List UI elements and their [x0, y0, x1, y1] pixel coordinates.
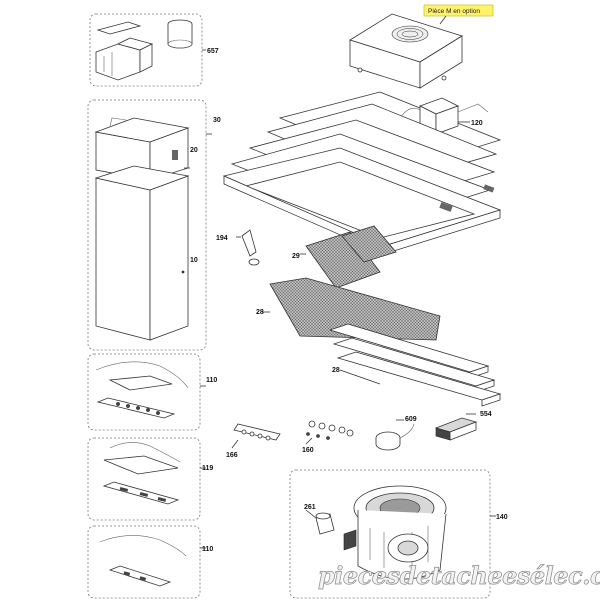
- round-duct-icon: [167, 19, 193, 49]
- label-261: 261: [304, 504, 316, 511]
- label-166: 166: [226, 452, 238, 459]
- label-194: 194: [216, 235, 228, 242]
- front-panels-28: 28: [328, 323, 502, 407]
- label-29: 29: [292, 253, 300, 260]
- top-cover-icon: [349, 13, 463, 89]
- bulbs-160: 160: [302, 420, 354, 454]
- watermark-logo: piecesdetacheesélec.com: [318, 561, 600, 590]
- group-30-box: [87, 99, 207, 351]
- label-28a: 28: [256, 309, 264, 316]
- group-110-top: 110: [87, 353, 217, 431]
- group-657: 657: [89, 13, 219, 87]
- chimney-lower-icon: [94, 165, 190, 341]
- label-160: 160: [302, 447, 314, 454]
- optional-part-callout: Pièce M en option: [423, 4, 494, 25]
- filter-28-large: 28: [256, 277, 441, 341]
- callout-text: Pièce M en option: [428, 8, 480, 15]
- group-110-bottom: 110: [87, 525, 213, 599]
- hood-body: 120: [222, 91, 502, 255]
- motor-fan-icon: [343, 485, 447, 580]
- label-28b: 28: [332, 367, 340, 374]
- led-strip-icon: [96, 397, 176, 419]
- label-140: 140: [496, 514, 508, 521]
- label-10: 10: [190, 257, 198, 264]
- bracket-icon: [96, 21, 142, 35]
- group-119: 119: [87, 437, 213, 521]
- lamp-holders-166: 166: [226, 423, 281, 459]
- group-657-box: [89, 13, 203, 87]
- group-30: 30 20 10: [87, 99, 221, 351]
- handle-194: 194: [216, 229, 260, 266]
- label-120: 120: [471, 120, 483, 127]
- label-20: 20: [190, 147, 198, 154]
- capacitor-261: 261: [304, 504, 335, 535]
- group-140: 261 140: [289, 469, 508, 599]
- label-110a: 110: [206, 377, 217, 384]
- label-657: 657: [207, 48, 219, 55]
- filter-29: 29: [292, 225, 397, 289]
- label-119: 119: [202, 465, 213, 472]
- callout-box: [423, 4, 494, 17]
- flap-valve-icon: [95, 37, 154, 81]
- label-609: 609: [405, 416, 417, 423]
- part-554: 554: [434, 411, 492, 441]
- label-110b: 110: [202, 546, 213, 553]
- label-554: 554: [480, 411, 492, 418]
- grease-filter-icon: [305, 231, 381, 289]
- label-30: 30: [213, 117, 221, 124]
- part-609: 609: [375, 416, 417, 451]
- chimney-upper-icon: [94, 117, 190, 181]
